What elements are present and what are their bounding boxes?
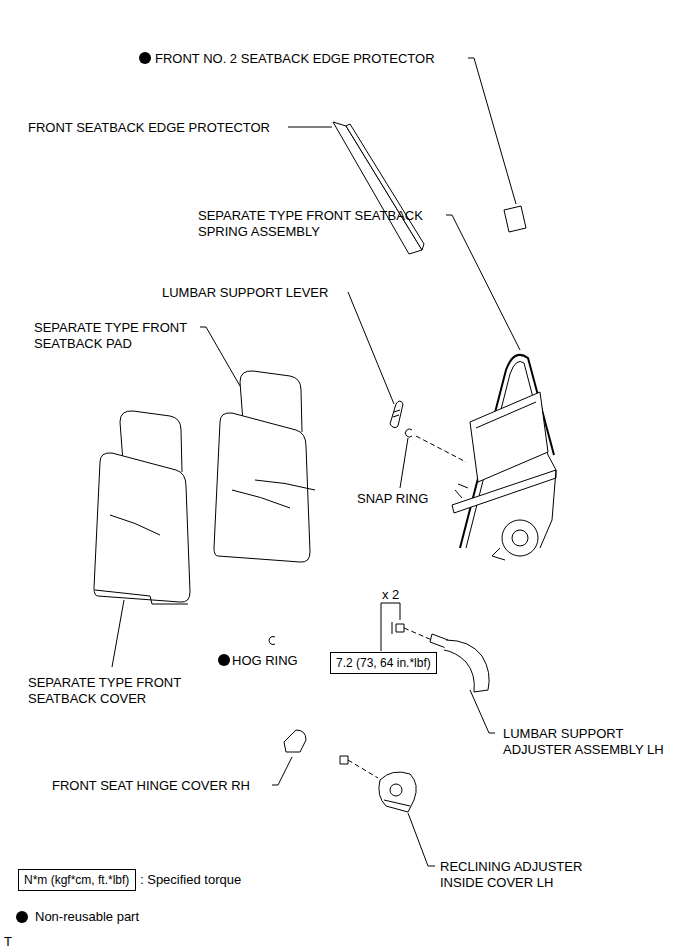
part-label: SNAP RING	[357, 491, 428, 507]
torque-legend-box: N*m (kgf*cm, ft.*lbf)	[18, 869, 136, 891]
torque-text: 7.2 (73, 64 in.*lbf)	[336, 655, 431, 671]
page-mark: T	[4, 934, 12, 950]
part-label: LUMBAR SUPPORT ADJUSTER ASSEMBLY LH	[503, 726, 685, 758]
part-label: FRONT SEATBACK EDGE PROTECTOR	[28, 120, 270, 136]
torque-text: N*m (kgf*cm, ft.*lbf)	[24, 872, 130, 888]
part-label: SEPARATE TYPE FRONT SEATBACK PAD	[34, 320, 204, 352]
part-label: FRONT NO. 2 SEATBACK EDGE PROTECTOR	[155, 51, 435, 67]
quantity-label: x 2	[382, 587, 399, 603]
part-label: RECLINING ADJUSTER INSIDE COVER LH	[440, 859, 615, 891]
torque-box: 7.2 (73, 64 in.*lbf)	[330, 652, 437, 674]
part-label: LUMBAR SUPPORT LEVER	[162, 285, 328, 301]
legend-text: : Specified torque	[140, 872, 241, 888]
legend-text: Non-reusable part	[35, 909, 139, 925]
part-label: SEPARATE TYPE FRONT SEATBACK COVER	[28, 675, 198, 707]
part-label: HOG RING	[232, 653, 298, 669]
part-label: FRONT SEAT HINGE COVER RH	[52, 778, 250, 794]
part-label: SEPARATE TYPE FRONT SEATBACK SPRING ASSE…	[198, 208, 448, 240]
